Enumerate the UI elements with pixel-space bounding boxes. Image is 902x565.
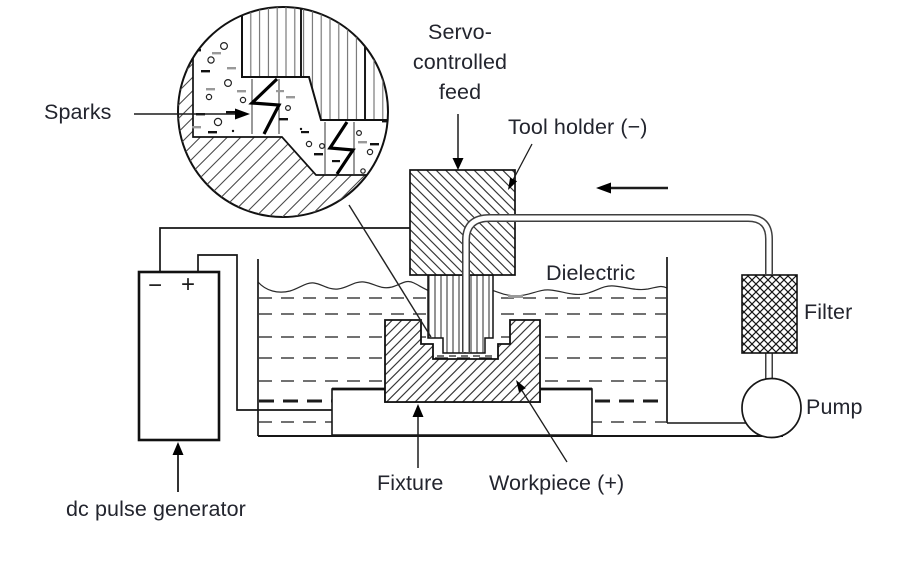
workpiece-shape: [384, 319, 541, 403]
inset-leader-line: [348, 204, 432, 338]
servo-feed-label: Servo- controlled feed: [412, 20, 508, 104]
filter-shape: [741, 274, 798, 354]
dc-generator-label: dc pulse generator: [66, 497, 246, 521]
negative-wire: [159, 227, 410, 272]
tool-holder-leader: [512, 143, 533, 181]
pump-label: Pump: [806, 395, 863, 419]
negative-terminal: −: [148, 272, 163, 299]
spark-inset: [177, 6, 389, 218]
workpiece-label: Workpiece (+): [489, 471, 625, 495]
inset-workpiece: [178, 50, 388, 217]
sparks-label: Sparks: [44, 100, 112, 124]
surface-debris-dash: [508, 295, 523, 298]
positive-terminal: +: [181, 271, 196, 298]
dc-generator-box: [137, 270, 221, 442]
pump-shape: [741, 377, 802, 439]
spark-bolts: [248, 77, 356, 175]
wires: [159, 227, 410, 411]
filter-label: Filter: [804, 300, 853, 324]
tank-walls: [257, 257, 783, 437]
annotation-arrows: [134, 108, 668, 492]
electrode-shape: [427, 274, 494, 354]
dielectric-label: Dielectric: [546, 261, 636, 285]
workpiece-leader: [520, 388, 568, 463]
fixture-label: Fixture: [377, 471, 444, 495]
tool-holder-label: Tool holder (−): [508, 115, 648, 139]
positive-wire: [197, 254, 332, 411]
dielectric-tube: [462, 214, 773, 380]
